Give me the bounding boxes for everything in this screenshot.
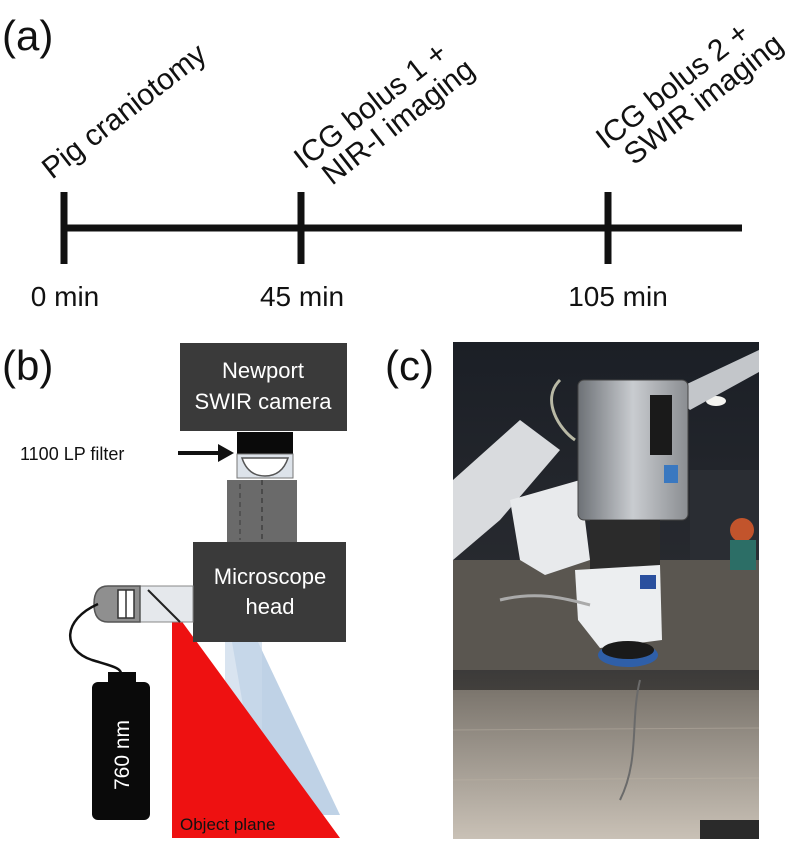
laser-cap — [108, 672, 136, 684]
surgical-microscope-photo — [452, 342, 760, 839]
floor — [453, 690, 759, 839]
adapter-ring — [590, 520, 660, 570]
dichroic-mirror — [147, 589, 181, 623]
camera-label-plate — [650, 395, 672, 455]
ceiling-light-icon — [706, 396, 726, 406]
laser-label: 760 nm — [111, 720, 134, 790]
swir-camera-box — [180, 343, 347, 431]
microscope-label-line-2: head — [246, 594, 295, 619]
filter-label: 1100 LP filter — [20, 444, 124, 464]
microscope-body — [510, 480, 590, 575]
filter-arrow-icon — [218, 444, 234, 462]
lens-icon — [240, 457, 290, 477]
time-label-0: 0 min — [31, 281, 99, 312]
floor-line — [452, 777, 760, 781]
cable — [499, 594, 591, 607]
panel-label-a: (a) — [2, 12, 53, 59]
brand-badge-icon — [664, 465, 678, 483]
cable — [619, 679, 641, 801]
panel-label-b: (b) — [2, 342, 53, 389]
time-label-1: 45 min — [260, 281, 344, 312]
ceiling-arm — [670, 350, 759, 410]
person-head — [730, 518, 754, 542]
person-body — [730, 540, 756, 570]
objective-lens — [602, 641, 654, 659]
timeline: 0 min 45 min 105 min Pig craniotomy ICG … — [31, 16, 790, 312]
zeiss-logo-icon — [640, 575, 656, 589]
object-plane-label: Object plane — [180, 815, 275, 834]
floor-line — [452, 727, 760, 731]
microscope-arm — [453, 420, 560, 560]
excitation-beam — [172, 608, 340, 838]
optical-fiber — [69, 602, 123, 681]
filter-block — [237, 432, 293, 454]
setup-schematic: Object plane Newport SWIR camera 1100 LP… — [20, 343, 347, 838]
cable — [550, 378, 576, 442]
time-label-2: 105 min — [568, 281, 668, 312]
microscope-head-box — [193, 542, 346, 642]
panel-label-c: (c) — [385, 342, 434, 389]
camera-label-line-1: Newport — [222, 358, 304, 383]
laser-body — [92, 682, 150, 820]
camera-label-line-2: SWIR camera — [195, 389, 333, 414]
event-label-0: Pig craniotomy — [36, 37, 213, 185]
table-edge — [700, 820, 759, 839]
beam-path-housing — [139, 585, 194, 623]
microscope-label-line-1: Microscope — [214, 564, 326, 589]
